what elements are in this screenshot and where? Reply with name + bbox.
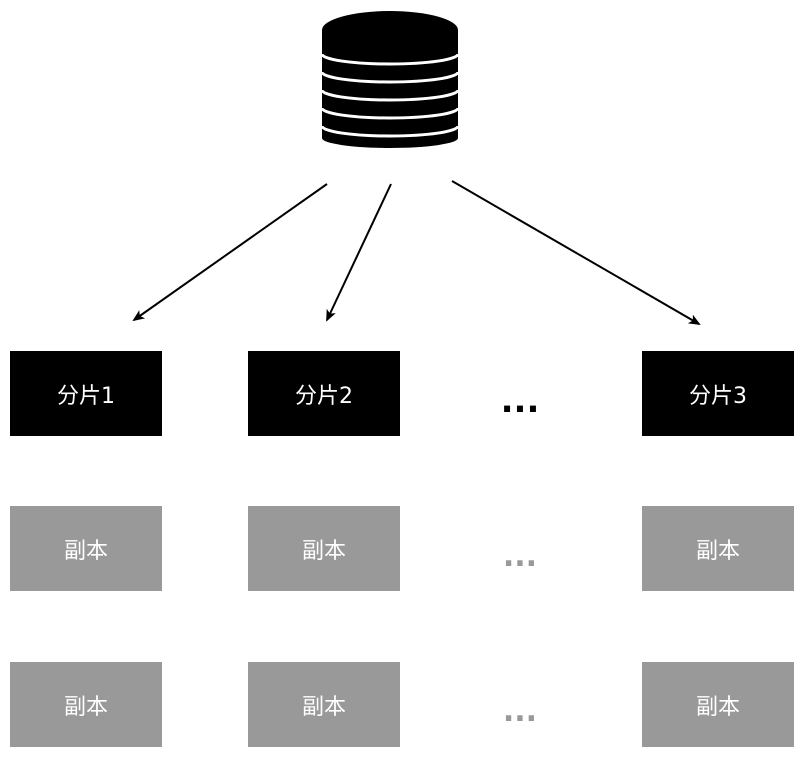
shard-box-2: 分片2: [248, 351, 400, 436]
shard-label-2: 分片2: [295, 383, 353, 409]
replica-box-2-2: 副本: [248, 662, 400, 747]
arrow-to-shard-1: [132, 183, 328, 322]
replica-row-2-ellipsis: ...: [502, 694, 538, 729]
shard-box-3: 分片3: [642, 351, 794, 436]
shard-row-ellipsis: ...: [500, 381, 540, 421]
replica-label: 副本: [301, 538, 346, 564]
replica-box-1-3: 副本: [642, 506, 794, 591]
replica-box-1-1: 副本: [10, 506, 162, 591]
shard-label-3: 分片3: [689, 383, 747, 409]
replica-label: 副本: [301, 694, 346, 720]
replica-label: 副本: [63, 694, 108, 720]
replica-box-1-2: 副本: [248, 506, 400, 591]
replica-label: 副本: [695, 694, 740, 720]
shard-box-1: 分片1: [10, 351, 162, 436]
shard-label-1: 分片1: [57, 383, 115, 409]
replica-row-1-ellipsis: ...: [502, 539, 538, 574]
database-icon: [320, 11, 460, 148]
replica-box-2-3: 副本: [642, 662, 794, 747]
arrow-to-shard-2: [326, 183, 392, 322]
replica-box-2-1: 副本: [10, 662, 162, 747]
replica-label: 副本: [63, 538, 108, 564]
replica-label: 副本: [695, 538, 740, 564]
arrow-to-shard-3: [451, 180, 701, 326]
